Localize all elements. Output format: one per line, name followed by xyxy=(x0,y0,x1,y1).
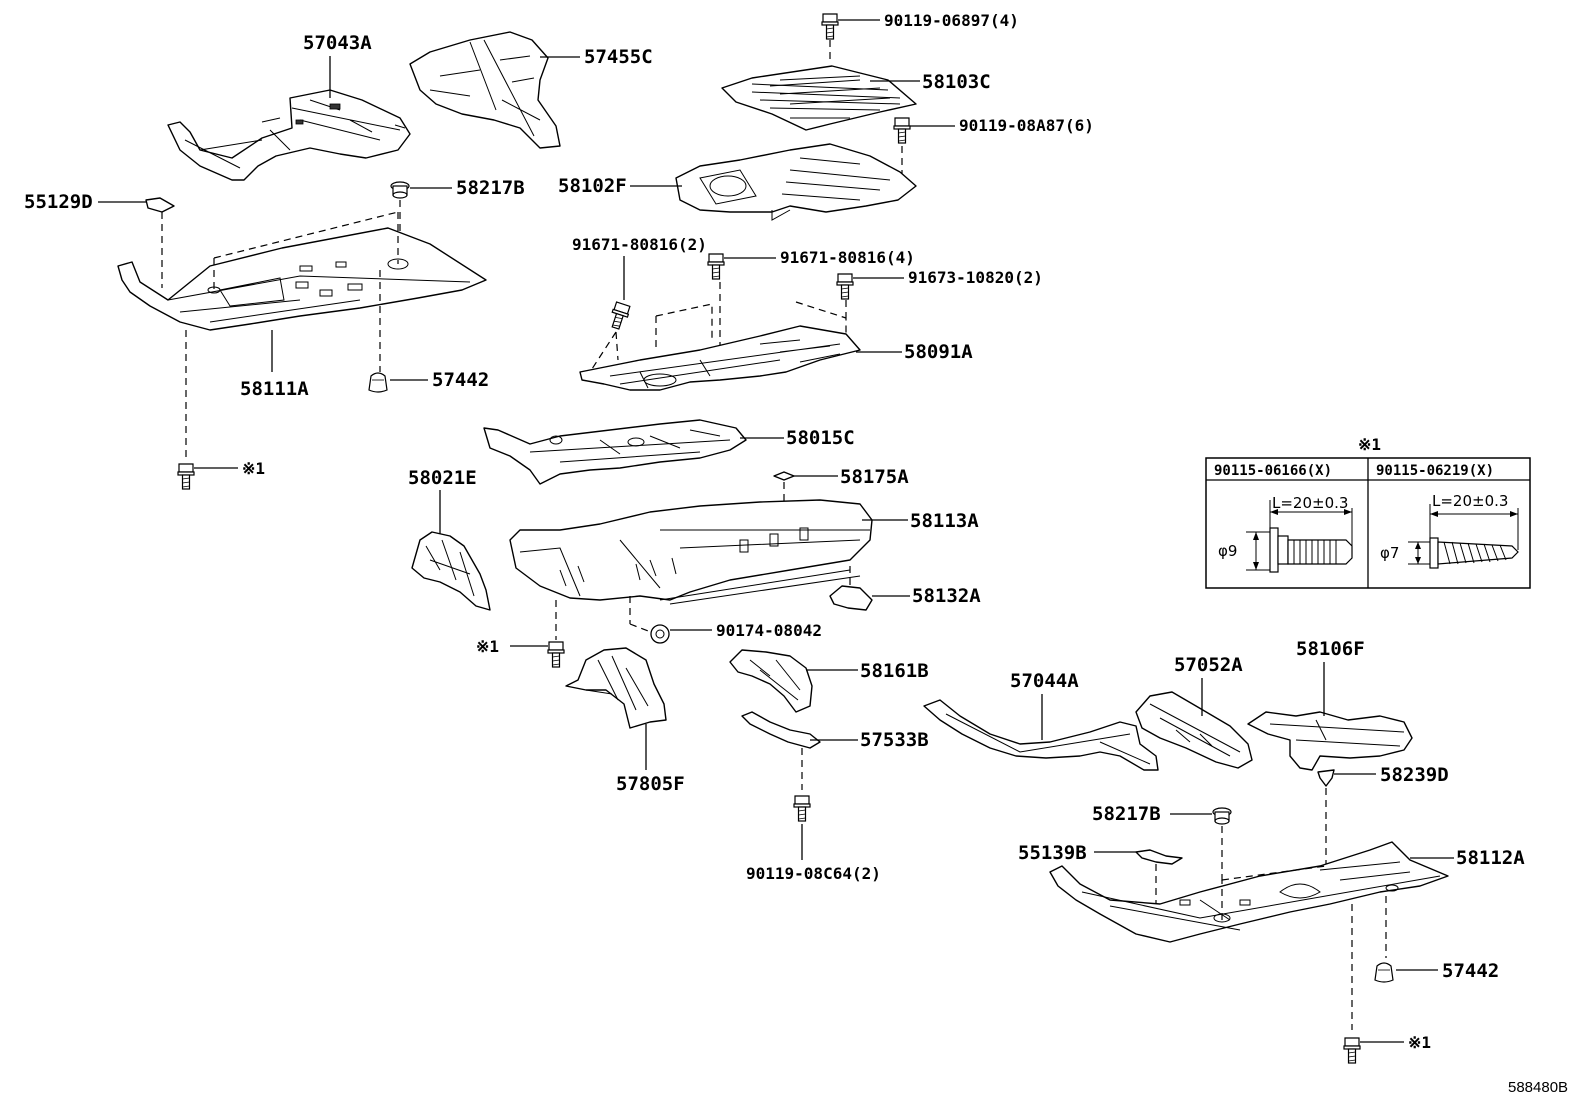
bolt-90119-08A87 xyxy=(893,117,911,144)
part-58015C xyxy=(483,419,747,485)
table-col2-dia: φ7 xyxy=(1380,544,1399,562)
label-58217B-1: 58217B xyxy=(456,177,525,199)
label-58217B-2: 58217B xyxy=(1092,803,1161,825)
cap-57442-1 xyxy=(368,372,388,393)
label-58091A: 58091A xyxy=(904,341,973,363)
label-57805F: 57805F xyxy=(616,773,685,795)
table-mark: ※1 xyxy=(1358,435,1381,454)
table-col2-length: L=20±0.3 xyxy=(1432,492,1508,510)
label-91673-10820: 91673-10820(2) xyxy=(908,268,1043,287)
label-57442-2: 57442 xyxy=(1442,960,1499,982)
label-91671-80816-b: 91671-80816(4) xyxy=(780,248,915,267)
part-58161B xyxy=(729,649,813,713)
label-55139B: 55139B xyxy=(1018,842,1087,864)
part-57044A xyxy=(923,699,1159,771)
part-58113A xyxy=(509,499,873,605)
label-58239D: 58239D xyxy=(1380,764,1449,786)
label-57052A: 57052A xyxy=(1174,654,1243,676)
label-90119-06897: 90119-06897(4) xyxy=(884,11,1019,30)
part-57043A xyxy=(167,89,411,181)
label-58175A: 58175A xyxy=(840,466,909,488)
label-57044A: 57044A xyxy=(1010,670,1079,692)
label-57533B: 57533B xyxy=(860,729,929,751)
bolt-90119-06897 xyxy=(821,13,839,40)
clip-58217B-1 xyxy=(390,181,410,199)
label-57455C: 57455C xyxy=(584,46,653,68)
bolt-90119-08C64 xyxy=(793,795,811,822)
label-58021E: 58021E xyxy=(408,467,477,489)
part-58175A xyxy=(773,471,795,481)
label-55129D: 55129D xyxy=(24,191,93,213)
table-col1-length: L=20±0.3 xyxy=(1272,494,1348,512)
label-58106F: 58106F xyxy=(1296,638,1365,660)
part-58106F xyxy=(1247,711,1413,771)
table-col1-part: 90115-06166(X) xyxy=(1214,463,1332,479)
part-55129D xyxy=(145,197,175,213)
label-58102F: 58102F xyxy=(558,175,627,197)
label-58161B: 58161B xyxy=(860,660,929,682)
part-55139B xyxy=(1135,849,1183,865)
label-57043A: 57043A xyxy=(303,32,372,54)
bolt-91671-80816-a xyxy=(607,301,632,332)
label-90119-08C64: 90119-08C64(2) xyxy=(746,864,881,883)
label-57442-1: 57442 xyxy=(432,369,489,391)
screw-90115-06166 xyxy=(1246,500,1353,573)
diagram-code: 588480B xyxy=(1508,1079,1568,1096)
label-91671-80816-a: 91671-80816(2) xyxy=(572,235,707,254)
label-58113A: 58113A xyxy=(910,510,979,532)
part-58112A xyxy=(1049,841,1449,943)
bolt-note-1-right xyxy=(1343,1037,1361,1064)
note-mark-left: ※1 xyxy=(242,459,265,478)
part-57455C xyxy=(409,31,561,149)
part-58239D xyxy=(1317,769,1335,787)
part-58091A xyxy=(579,325,861,391)
part-58021E xyxy=(411,531,491,611)
label-58132A: 58132A xyxy=(912,585,981,607)
label-58103C: 58103C xyxy=(922,71,991,93)
label-58112A: 58112A xyxy=(1456,847,1525,869)
cap-57442-2 xyxy=(1374,962,1394,983)
part-58132A xyxy=(829,585,873,611)
note-mark-middle: ※1 xyxy=(476,637,499,656)
label-90174-08042: 90174-08042 xyxy=(716,621,822,640)
part-57052A xyxy=(1135,691,1253,769)
label-58111A: 58111A xyxy=(240,378,309,400)
part-58111A xyxy=(117,227,487,331)
note-mark-right: ※1 xyxy=(1408,1033,1431,1052)
nut-90174-08042 xyxy=(650,624,670,644)
screw-90115-06219 xyxy=(1408,504,1519,569)
part-57533B xyxy=(741,711,821,749)
part-57805F xyxy=(565,647,667,729)
label-90119-08A87: 90119-08A87(6) xyxy=(959,116,1094,135)
bolt-91673-10820 xyxy=(836,273,854,300)
table-col1-dia: φ9 xyxy=(1218,542,1237,560)
label-58015C: 58015C xyxy=(786,427,855,449)
part-58103C xyxy=(721,65,917,131)
part-58102F xyxy=(675,143,917,221)
bolt-91671-80816-b xyxy=(707,253,725,280)
bolt-note-1-middle xyxy=(547,641,565,668)
clip-58217B-2 xyxy=(1212,807,1232,825)
bolt-note-1-left xyxy=(177,463,195,490)
fastener-table: 90115-06166(X) 90115-06219(X) L=20±0.3 φ… xyxy=(1205,457,1531,589)
table-col2-part: 90115-06219(X) xyxy=(1376,463,1494,479)
